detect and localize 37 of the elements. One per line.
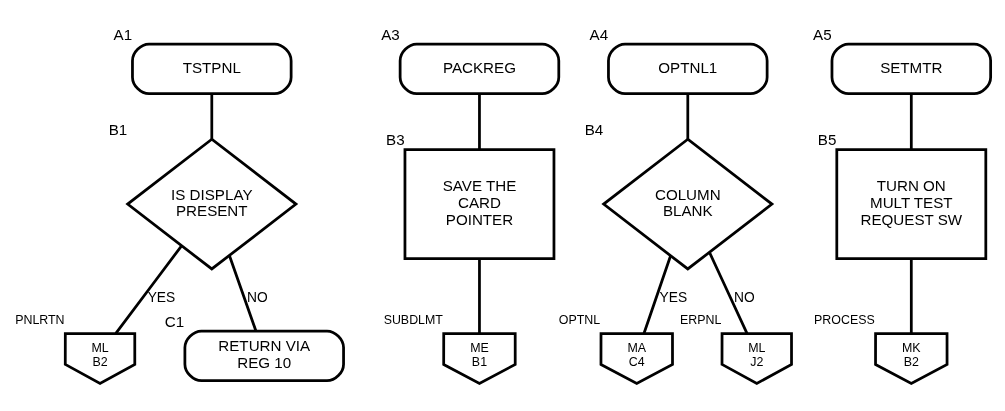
node-box: PACKREG (398, 42, 561, 96)
connector (478, 93, 481, 150)
node-label: A3 (381, 25, 400, 43)
connector (114, 245, 183, 335)
node-label: A4 (589, 25, 609, 43)
node-label: A1 (113, 25, 133, 43)
connector (909, 258, 913, 334)
connector (909, 93, 913, 150)
node-label: A5 (813, 25, 832, 43)
node-label: B3 (386, 131, 405, 149)
node-box: TURN ON MULT TEST REQUEST SW (835, 148, 988, 260)
node-label: B4 (584, 120, 604, 138)
node-label: PROCESS (814, 313, 875, 328)
node-label: C1 (164, 312, 185, 330)
edge-label: NO (734, 290, 755, 306)
connector (210, 93, 214, 139)
node-label: OPTNL (558, 313, 601, 328)
node-diamond: COLUMN BLANK (601, 137, 775, 271)
connector (642, 255, 672, 334)
edge-label: YES (147, 290, 176, 306)
node-label: B5 (817, 131, 837, 149)
node-diamond: IS DISPLAY PRESENT (125, 137, 299, 271)
node-label: PNLRTN (15, 313, 65, 328)
node-label: ERPNL (680, 313, 722, 328)
node-label: B1 (108, 120, 128, 138)
node-box: OPTNL1 (607, 42, 769, 96)
node-box: SAVE THE CARD POINTER (403, 148, 556, 260)
edge-label: YES (659, 290, 688, 306)
connector (228, 255, 258, 332)
connector (478, 258, 481, 334)
node-box: TSTPNL (131, 42, 293, 96)
connector (686, 93, 690, 139)
connector (708, 252, 749, 334)
node-label: SUBDLMT (383, 313, 443, 328)
node-box: SETMTR (830, 42, 992, 96)
edge-label: NO (246, 290, 268, 306)
node-box: RETURN VIA REG 10 (183, 329, 345, 383)
